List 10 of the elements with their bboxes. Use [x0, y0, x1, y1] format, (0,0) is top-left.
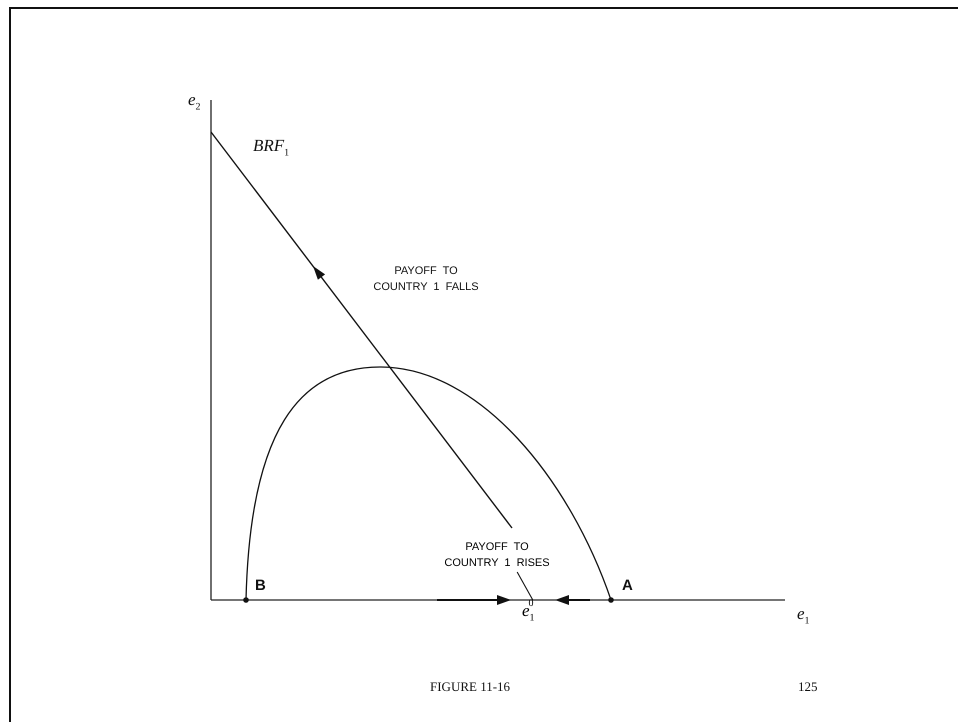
- point-label: B: [255, 577, 266, 594]
- curve-label: BRF$_{1}$: [253, 136, 290, 158]
- point-label: A: [622, 577, 633, 594]
- axis-label: e$_{1}$: [797, 604, 810, 626]
- figure-caption: FIGURE 11-16: [430, 679, 510, 695]
- axis-label: e$_{2}$: [188, 90, 201, 112]
- annotation-text: PAYOFF TO COUNTRY 1 FALLS: [372, 264, 480, 295]
- leader-line: [516, 572, 534, 600]
- page-number: 125: [798, 679, 818, 695]
- annotation-text: PAYOFF TO COUNTRY 1 RISES: [441, 539, 553, 571]
